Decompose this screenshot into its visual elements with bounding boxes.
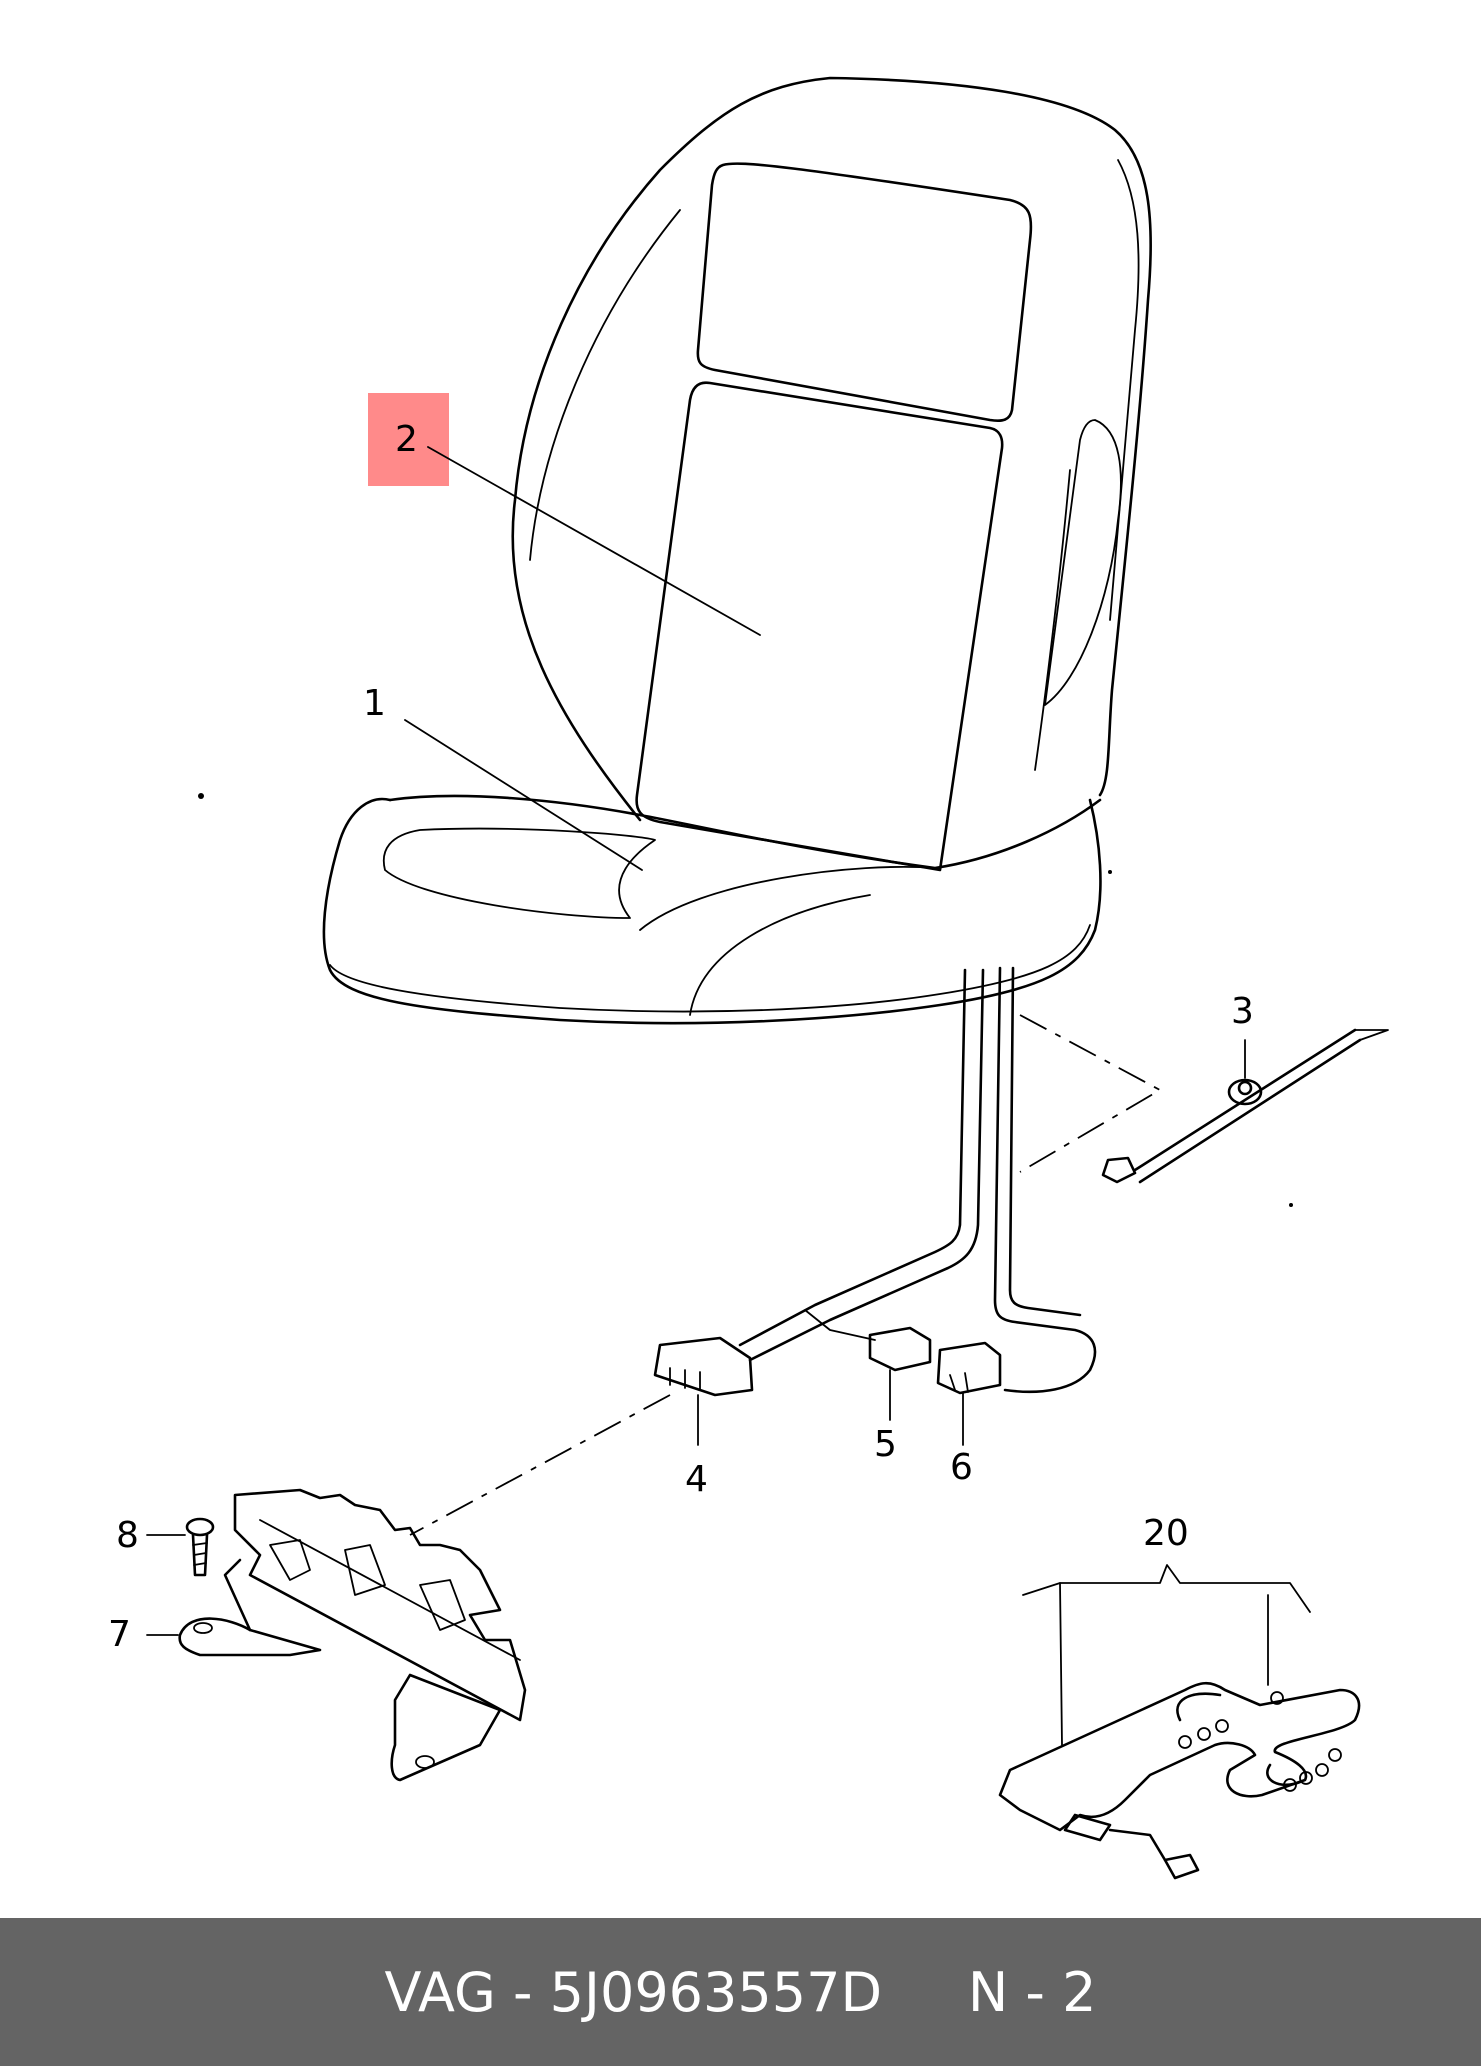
leader-lines xyxy=(146,446,1311,1746)
callout-1: 1 xyxy=(363,683,386,724)
seat-backrest xyxy=(511,76,1152,872)
heater-element-part-20 xyxy=(998,1681,1361,1880)
callout-highlight xyxy=(368,393,449,486)
callout-6: 6 xyxy=(950,1447,973,1488)
callout-7: 7 xyxy=(108,1614,131,1655)
seat-heater-diagram xyxy=(146,76,1389,1880)
callout-5: 5 xyxy=(874,1424,897,1465)
wiring-harness xyxy=(738,966,1097,1394)
mark-dot xyxy=(198,793,204,799)
bracket-part-7 xyxy=(178,1488,527,1782)
mark-dot xyxy=(1289,1203,1293,1207)
callout-8: 8 xyxy=(116,1515,139,1556)
footer-bar: VAG - 5J0963557D N - 2 xyxy=(0,1918,1481,2066)
cable-part-3 xyxy=(1101,1028,1389,1184)
leader-dashed-3 xyxy=(1019,1014,1162,1173)
callout-4: 4 xyxy=(685,1459,708,1500)
part-number-label: VAG - 5J0963557D N - 2 xyxy=(384,1960,1097,2024)
connectors xyxy=(653,1326,1002,1397)
mark-dot xyxy=(1108,870,1112,874)
callout-20: 20 xyxy=(1143,1513,1189,1554)
callout-3: 3 xyxy=(1231,991,1254,1032)
seat-cushion xyxy=(322,794,1102,1025)
screw-part-8 xyxy=(185,1517,215,1577)
leader-dashed-4 xyxy=(409,1394,671,1536)
callout-2: 2 xyxy=(395,419,418,460)
